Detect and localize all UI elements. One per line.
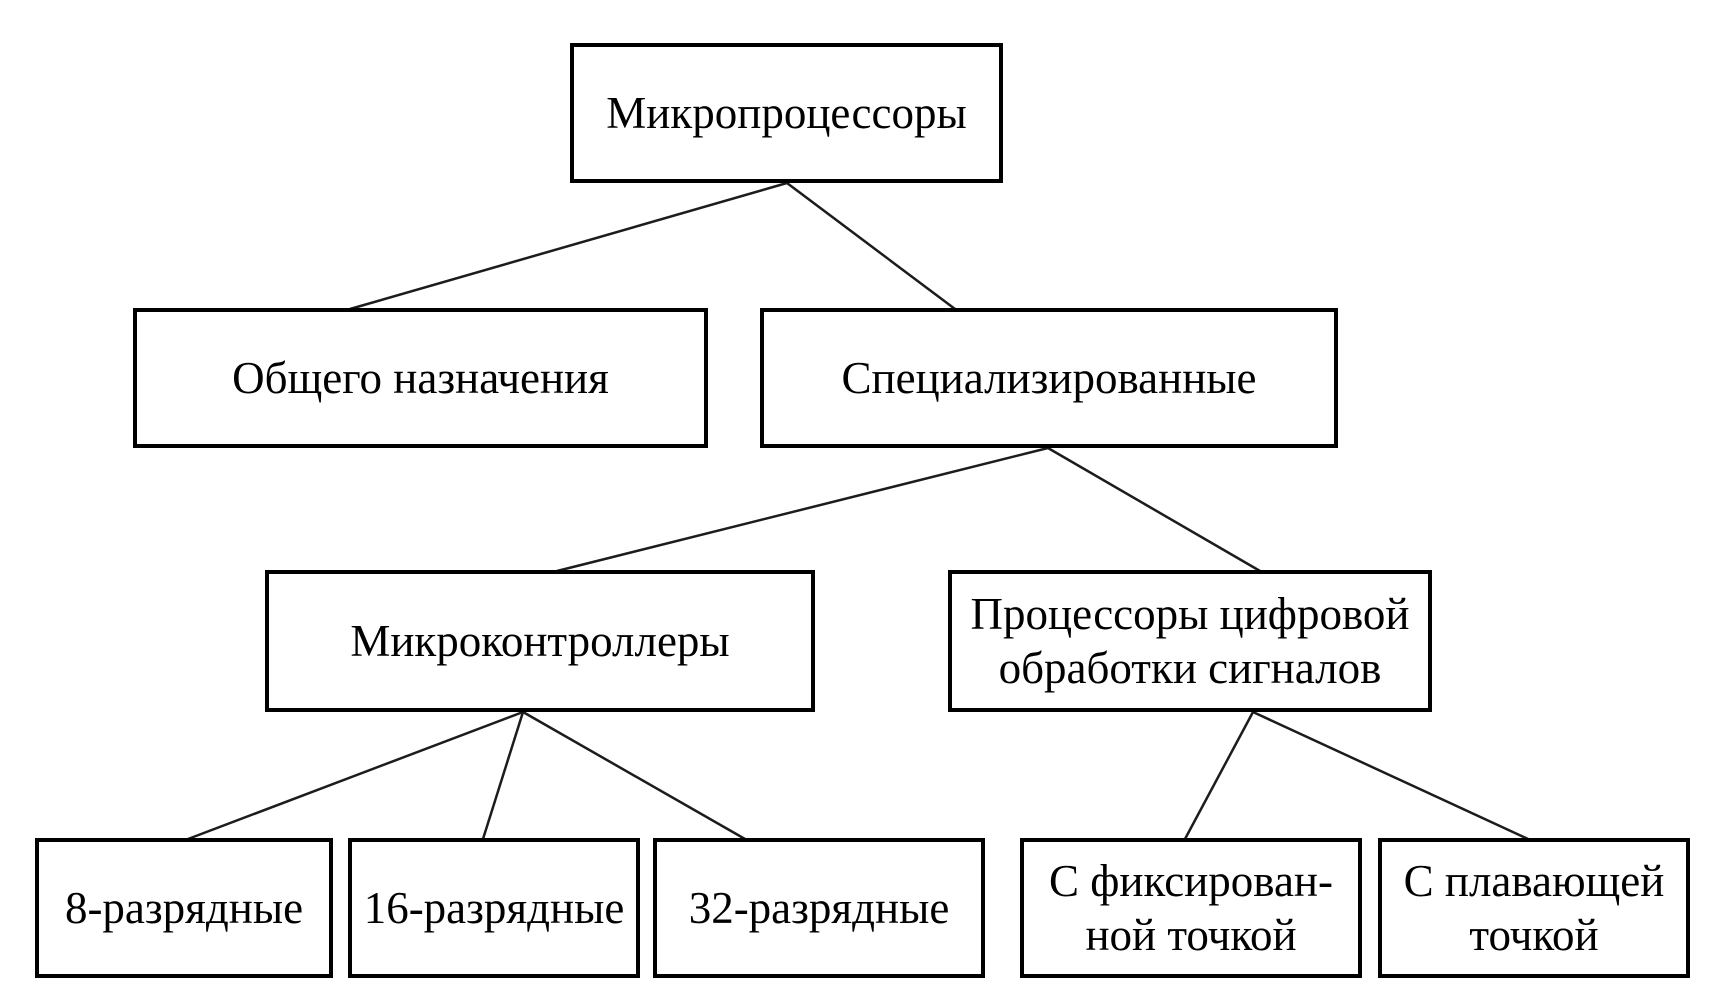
edge-root-to-general (349, 181, 788, 311)
edge-microcontrollers-to-bit32 (522, 710, 746, 841)
edge-specialized-to-microcontrollers (556, 446, 1049, 573)
node-32-bit: 32-разрядные (653, 838, 985, 978)
node-floating-point: С плавающей точкой (1378, 838, 1690, 978)
node-specialized: Специализированные (760, 308, 1338, 448)
edge-dsp-to-fixed (1183, 711, 1255, 840)
node-microprocessors: Микропроцессоры (570, 43, 1003, 183)
node-fixed-point: С фиксирован- ной точкой (1020, 838, 1362, 978)
edge-specialized-to-dsp (1047, 446, 1261, 573)
node-general-purpose: Общего назначения (133, 308, 708, 448)
edge-microcontrollers-to-bit8 (187, 710, 524, 841)
node-digital-signal-processors: Процессоры цифровой обработки сигналов (948, 570, 1432, 712)
node-16-bit: 16-разрядные (348, 838, 640, 978)
node-8-bit: 8-разрядные (35, 838, 333, 978)
edge-root-to-specialized (786, 182, 956, 310)
edge-microcontrollers-to-bit16 (481, 711, 525, 840)
node-microcontrollers: Микроконтроллеры (265, 570, 815, 712)
edge-dsp-to-float (1252, 710, 1529, 841)
